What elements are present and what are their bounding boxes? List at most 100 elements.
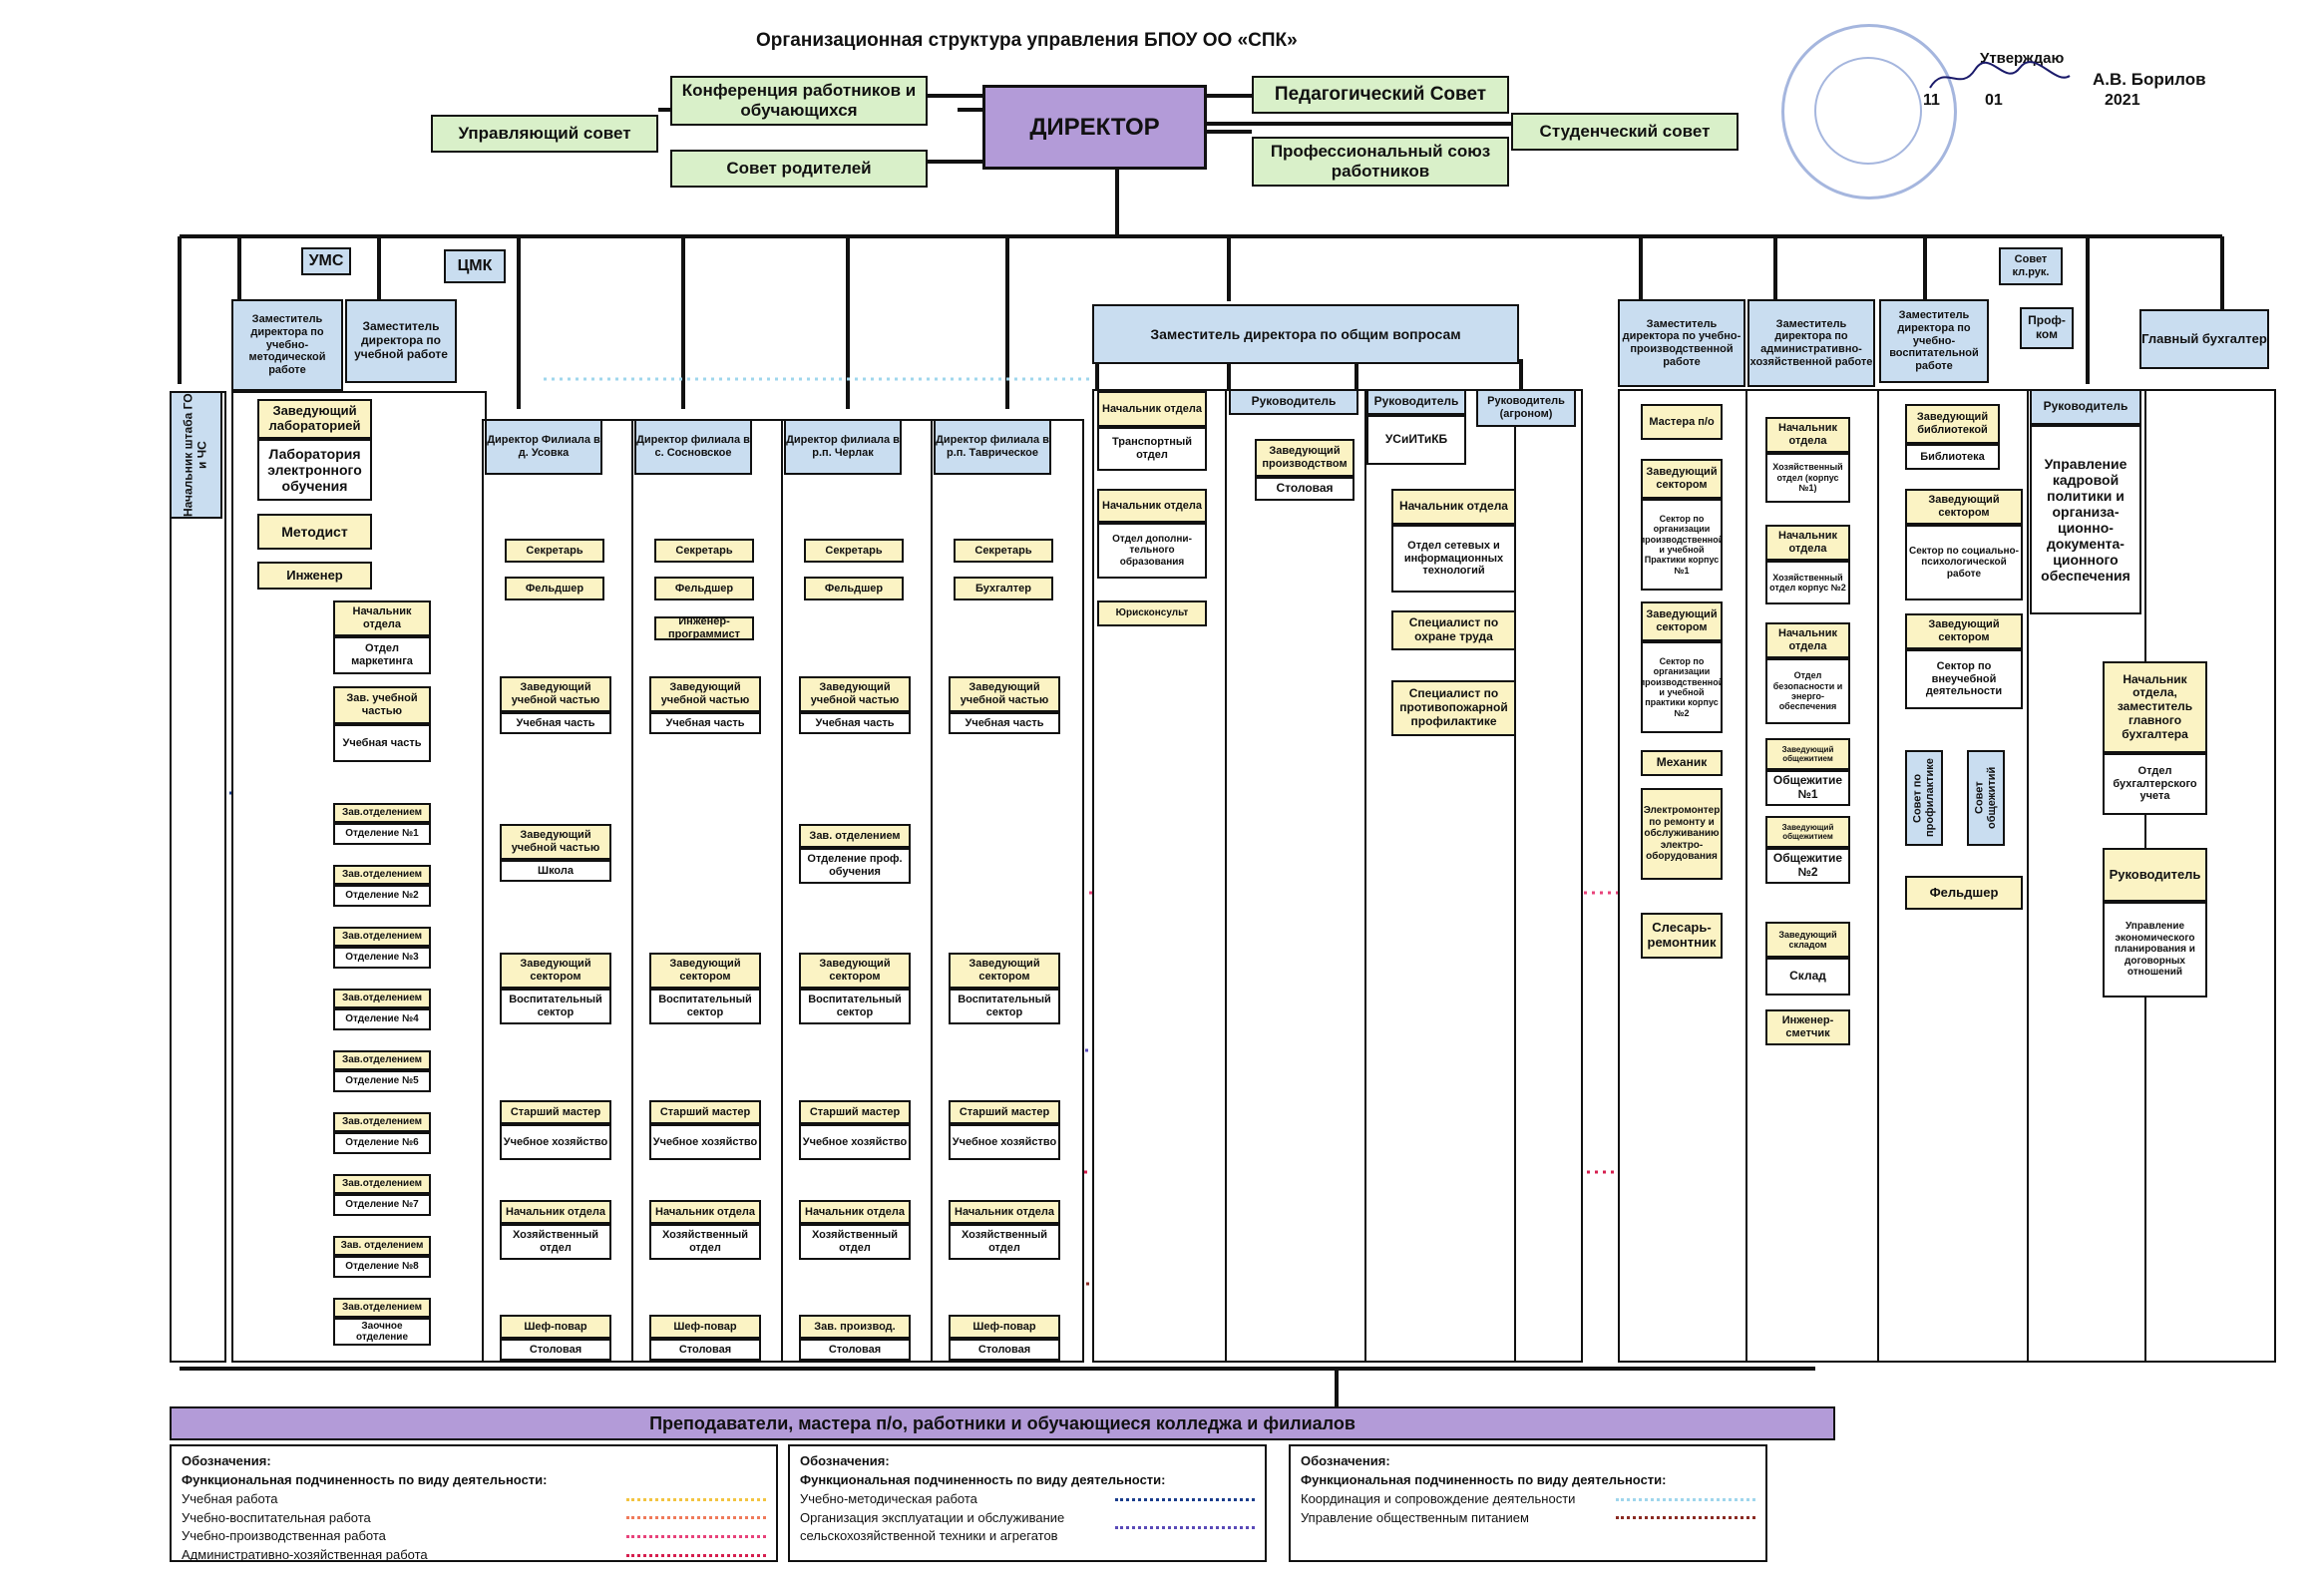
extra-box: Сектор по внеучебной деятельности <box>1905 649 2023 709</box>
deputy-umr-box: Заместитель директора по учебно-методиче… <box>231 299 343 391</box>
approval-month: 01 <box>1985 92 2003 109</box>
branch-director-box: Директор филиала в р.п. Черлак <box>784 419 902 475</box>
legend-label: Учебно-производственная работа <box>182 1528 386 1544</box>
transport-box: Транспортный отдел <box>1097 427 1207 471</box>
legend-label: Организация эксплуатации и обслуживание … <box>800 1509 1065 1544</box>
prevention-council-box: Совет по профилактике <box>1905 750 1943 846</box>
branch-unit-box: Столовая <box>649 1339 761 1361</box>
cmk-box: ЦМК <box>444 249 506 283</box>
branch-staff-box: Инженер-программист <box>654 616 754 640</box>
estimator-box: Инженер-сметчик <box>1765 1009 1850 1045</box>
department-head-box: Зав.отделением <box>333 989 431 1008</box>
branch-staff-box: Фельдшер <box>804 577 904 600</box>
branch-unit-box: Воспитательный сектор <box>649 989 761 1024</box>
signature <box>1929 61 2071 89</box>
legend-box: Обозначения:Функциональная подчиненность… <box>788 1444 1267 1562</box>
branch-head-box: Заведующий сектором <box>949 953 1060 989</box>
branch-head-box: Заведующий сектором <box>500 953 611 989</box>
dorm2-head-box: Заведующий общежитием <box>1765 816 1850 848</box>
legend-row: Административно-хозяйственная работа <box>182 1546 766 1565</box>
library-box: Библиотека <box>1905 444 2000 470</box>
legend-title: Обозначения: <box>182 1453 271 1468</box>
legend-row: Учебно-производственная работа <box>182 1527 766 1546</box>
legend-row: Учебно-воспитательная работа <box>182 1509 766 1528</box>
branch-director-box: Директор филиала в р.п. Таврическое <box>934 419 1051 475</box>
branch-unit-box: Учебная часть <box>949 712 1060 734</box>
approval-year: 2021 <box>2105 92 2140 109</box>
marketing-head-box: Начальник отдела <box>333 600 431 636</box>
ahr-h3-box: Начальник отдела <box>1765 622 1850 658</box>
branch-head-box: Шеф-повар <box>949 1315 1060 1339</box>
branch-head-box: Зав. производ. <box>799 1315 911 1339</box>
branch-unit-box: Учебное хозяйство <box>799 1124 911 1160</box>
dop-box: Отдел дополни-тельного образования <box>1097 523 1207 579</box>
department-head-box: Зав. отделением <box>333 1236 431 1256</box>
legend-label: Управление общественным питанием <box>1301 1509 1529 1525</box>
branch-unit-box: Хозяйственный отдел <box>949 1224 1060 1260</box>
deputy-ahr-box: Заместитель директора по административно… <box>1747 299 1875 387</box>
branch-head-box: Старший мастер <box>799 1100 911 1124</box>
legend-line-swatch <box>1616 1516 1755 1520</box>
branch-unit-box: Хозяйственный отдел <box>500 1224 611 1260</box>
legend-line-swatch <box>1616 1497 1755 1501</box>
branch-head-box: Старший мастер <box>649 1100 761 1124</box>
branch-staff-box: Секретарь <box>505 539 604 563</box>
agro-lead-box: Руководитель (агроном) <box>1476 389 1576 427</box>
branch-unit-box: Учебное хозяйство <box>949 1124 1060 1160</box>
bottom-bar: Преподаватели, мастера п/о, работники и … <box>170 1406 1835 1440</box>
department-box: Отделение №3 <box>333 947 431 969</box>
psych-head-box: Заведующий сектором <box>1905 489 2023 525</box>
marketing-box: Отдел маркетинга <box>333 636 431 674</box>
legend-line-swatch <box>1115 1497 1255 1501</box>
branch-unit-box: Воспитательный сектор <box>500 989 611 1024</box>
legend-box: Обозначения: Функциональная подчиненность… <box>1289 1444 1767 1562</box>
branch-unit-box: Учебная часть <box>500 712 611 734</box>
deputy-upr-box: Заместитель директора по учебно-производ… <box>1618 299 1745 387</box>
legend-line-swatch <box>1115 1525 1255 1529</box>
lab-box: Лаборатория электронного обучения <box>257 439 372 501</box>
branch-head-box: Шеф-повар <box>500 1315 611 1339</box>
masters-box: Мастера п/о <box>1641 404 1723 440</box>
department-head-box: Зав.отделением <box>333 1050 431 1070</box>
library-head-box: Заведующий библиотекой <box>1905 404 2000 444</box>
store-head-box: Заведующий складом <box>1765 922 1850 958</box>
deputy-vr-box: Заместитель директора по учебно-воспитат… <box>1879 299 1989 383</box>
legend-line-swatch <box>626 1497 766 1501</box>
dop-head-box: Начальник отдела <box>1097 489 1207 523</box>
branch-unit-box: Хозяйственный отдел <box>649 1224 761 1260</box>
econ-lead-box: Руководитель <box>2103 848 2207 902</box>
branch-head-box: Начальник отдела <box>649 1200 761 1224</box>
ums-box: УМС <box>301 247 351 275</box>
branch-staff-box: Секретарь <box>954 539 1053 563</box>
branch-staff-box: Фельдшер <box>505 577 604 600</box>
acc-head-box: Начальник отдела, заместитель главного б… <box>2103 661 2207 753</box>
deputy-general-box: Заместитель директора по общим вопросам <box>1092 304 1519 364</box>
branch-unit-box: Столовая <box>949 1339 1060 1361</box>
study-head-box: Зав. учебной частью <box>333 686 431 724</box>
study-box: Учебная часть <box>333 724 431 762</box>
sector2-box: Сектор по организации производственной и… <box>1641 641 1723 733</box>
department-box: Отделение №1 <box>333 823 431 845</box>
legend-subtitle: Функциональная подчиненность по виду дея… <box>1301 1471 1667 1487</box>
legend-title: Обозначения: <box>1301 1453 1390 1468</box>
ahr-d1-box: Хозяйственный отдел (корпус №1) <box>1765 453 1850 503</box>
chief-accountant-box: Главный бухгалтер <box>2139 309 2269 369</box>
dorm1-head-box: Заведующий общежитием <box>1765 738 1850 770</box>
approval-label: Утверждаю <box>1980 50 2065 67</box>
page-title: Организационная структура управления БПО… <box>756 30 1298 51</box>
branch-unit-box: Воспитательный сектор <box>949 989 1060 1024</box>
trade-union-box: Профессиональный союз работников <box>1252 137 1509 187</box>
lab-head-box: Заведующий лабораторией <box>257 399 372 439</box>
it-head-box: Начальник отдела <box>1391 489 1516 525</box>
branch-head-box: Зав. отделением <box>799 824 911 848</box>
legend-box: Обозначения:Функциональная подчиненность… <box>170 1444 778 1562</box>
canteen-head-box: Заведующий производством <box>1255 439 1354 477</box>
class-council-box: Совет кл.рук. <box>1999 247 2063 285</box>
it-unit-box: УСиИТиКБ <box>1366 415 1466 465</box>
director-box: ДИРЕКТОР <box>982 85 1207 170</box>
ahr-d2-box: Хозяйственный отдел корпус №2 <box>1765 561 1850 604</box>
legend-subtitle: Функциональная подчиненность по виду дея… <box>800 1471 1166 1487</box>
lawyer-box: Юрисконсульт <box>1097 600 1207 626</box>
ahr-h1-box: Начальник отдела <box>1765 417 1850 453</box>
extra-head-box: Заведующий сектором <box>1905 613 2023 649</box>
